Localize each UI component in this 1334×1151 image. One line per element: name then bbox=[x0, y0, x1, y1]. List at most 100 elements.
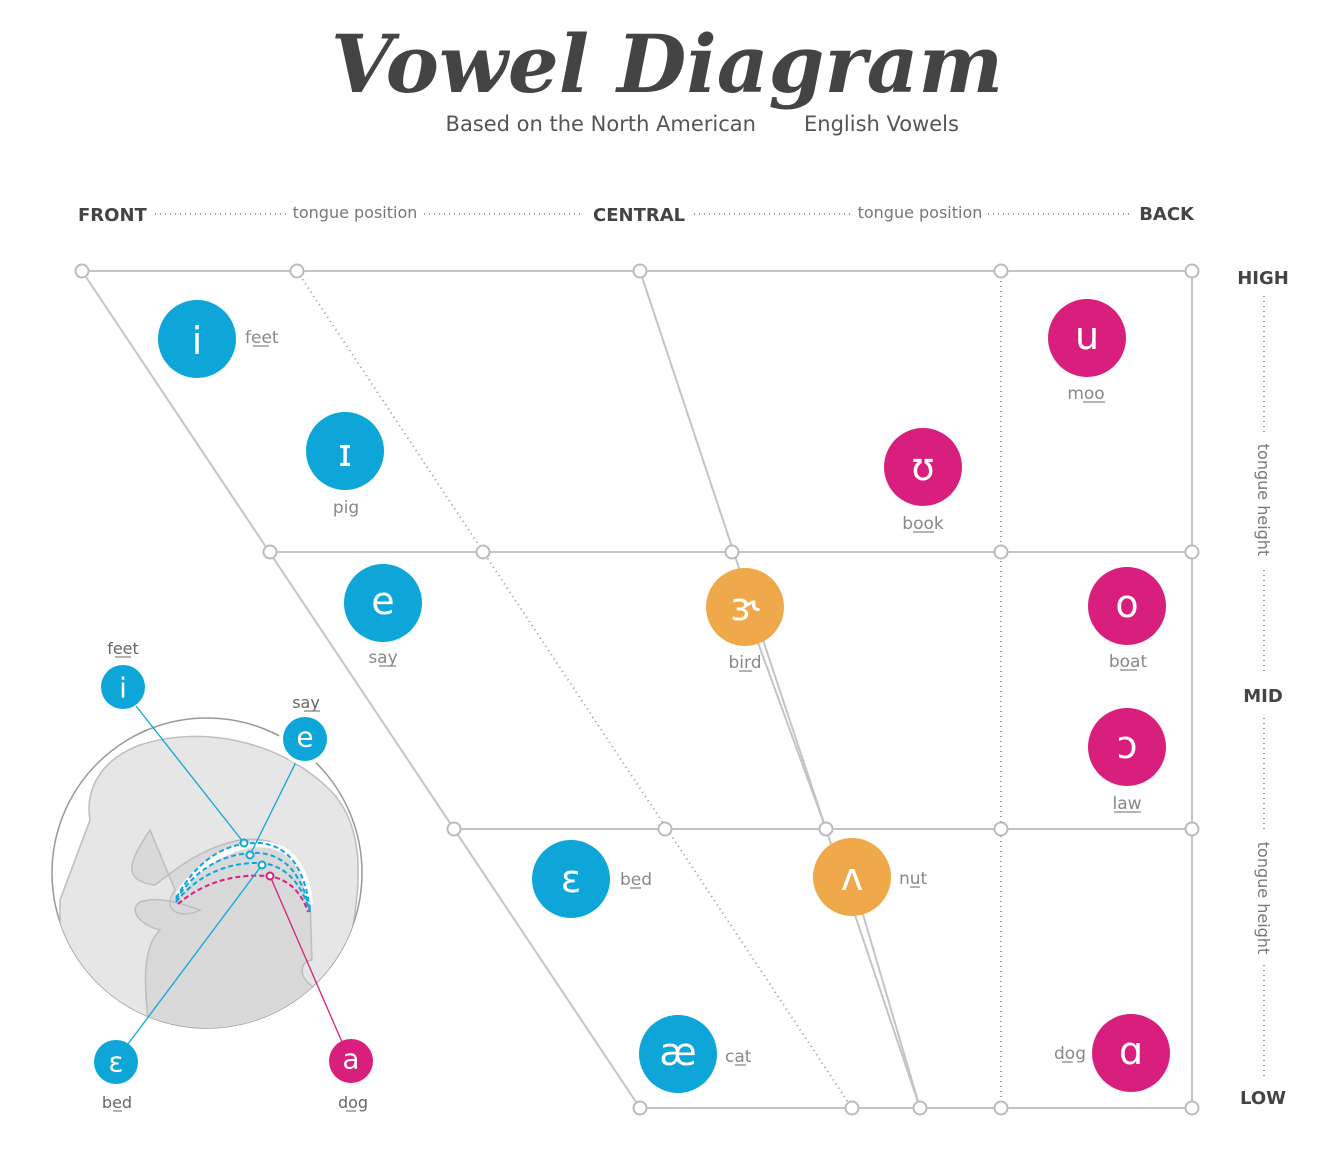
vowel-ash[interactable]: æ cat bbox=[639, 1015, 752, 1093]
grid-node bbox=[844, 1100, 860, 1116]
grid-node bbox=[818, 821, 834, 837]
central-label: CENTRAL bbox=[593, 205, 685, 226]
vowel-symbol: ɝ bbox=[730, 585, 760, 629]
vowel-circle bbox=[1092, 1014, 1170, 1092]
inset-symbol: e bbox=[296, 721, 313, 754]
vowel-example: boat bbox=[1109, 652, 1148, 672]
vowel-circle bbox=[1088, 567, 1166, 645]
low-label: LOW bbox=[1240, 1088, 1286, 1109]
vowel-symbol: ʊ bbox=[911, 445, 934, 489]
inset-symbol: i bbox=[119, 672, 127, 705]
tongue-point-epsilon bbox=[257, 860, 267, 870]
inset-symbol: ɛ bbox=[108, 1046, 123, 1079]
grid-node bbox=[1184, 263, 1200, 279]
grid-node bbox=[632, 263, 648, 279]
inset-circle-a bbox=[329, 1039, 373, 1083]
vowel-e[interactable]: e say bbox=[344, 564, 422, 668]
connector-nut bbox=[851, 876, 921, 1109]
tongue-curve-e bbox=[175, 851, 311, 913]
vowel-circle bbox=[158, 300, 236, 378]
vowel-script-a[interactable]: ɑ dog bbox=[1054, 1014, 1170, 1092]
vowel-chart-grid bbox=[74, 263, 1200, 1116]
tongue-height-label-lower: tongue height bbox=[1254, 842, 1273, 954]
pointer-line-e bbox=[249, 757, 299, 856]
vowel-circle bbox=[344, 564, 422, 642]
grid-node bbox=[1184, 821, 1200, 837]
grid-node bbox=[912, 1100, 928, 1116]
grid-node bbox=[262, 544, 278, 560]
vowel-example: pig bbox=[333, 498, 359, 518]
tongue-position-label-right: tongue position bbox=[858, 203, 983, 222]
vowel-epsilon[interactable]: ɛ bed bbox=[532, 840, 652, 918]
subtitle-right: English Vowels bbox=[804, 112, 959, 136]
tongue-curve-i bbox=[175, 841, 311, 911]
grid-node bbox=[446, 821, 462, 837]
tongue-point-a bbox=[265, 871, 275, 881]
grid-node bbox=[1184, 1100, 1200, 1116]
vowel-circle bbox=[532, 840, 610, 918]
inset-circle-i bbox=[101, 665, 145, 709]
inset-vowel-epsilon[interactable]: ɛ bed bbox=[94, 1040, 138, 1112]
vowel-circle bbox=[306, 412, 384, 490]
vowel-u[interactable]: u moo bbox=[1048, 299, 1126, 404]
vowel-open-o[interactable]: ɔ law bbox=[1088, 708, 1166, 814]
connector-bird bbox=[744, 606, 827, 830]
tongue-position-axis: FRONT CENTRAL BACK tongue position tongu… bbox=[78, 203, 1195, 226]
vowel-example: cat bbox=[725, 1047, 752, 1067]
inset-example: say bbox=[292, 693, 320, 712]
high-label: HIGH bbox=[1237, 268, 1289, 289]
grid-node bbox=[724, 544, 740, 560]
grid-line-near-front bbox=[296, 270, 853, 1109]
tongue-position-label-left: tongue position bbox=[293, 203, 418, 222]
vowel-symbol: ɪ bbox=[338, 431, 352, 475]
vowel-wedge[interactable]: ʌ nut bbox=[813, 838, 928, 916]
mid-label: MID bbox=[1243, 686, 1283, 707]
pointer-line-i bbox=[135, 705, 245, 844]
grid-node bbox=[993, 821, 1009, 837]
front-label: FRONT bbox=[78, 205, 148, 226]
mouth-cross-section: feet i say e ɛ bed a dog bbox=[51, 639, 373, 1112]
inset-vowel-e[interactable]: say e bbox=[279, 693, 331, 765]
grid-node bbox=[632, 1100, 648, 1116]
pointer-line-a bbox=[269, 875, 343, 1043]
tongue-point-i bbox=[239, 838, 249, 848]
vowel-circle bbox=[1088, 708, 1166, 786]
vowel-small-cap-i[interactable]: ɪ pig bbox=[306, 412, 384, 518]
inset-vowel-i[interactable]: feet i bbox=[101, 639, 145, 709]
inset-vowel-a[interactable]: a dog bbox=[329, 1039, 373, 1112]
grid-node bbox=[1184, 544, 1200, 560]
vowel-symbol: u bbox=[1075, 314, 1099, 358]
vowel-circle bbox=[706, 568, 784, 646]
grid-node bbox=[289, 263, 305, 279]
subtitle-left: Based on the North American bbox=[446, 112, 756, 136]
tongue-point-e bbox=[245, 850, 255, 860]
vowel-o[interactable]: o boat bbox=[1088, 567, 1166, 672]
pointer-line-epsilon bbox=[127, 864, 263, 1045]
vowel-example: bird bbox=[729, 653, 762, 673]
vowel-example: nut bbox=[899, 869, 928, 889]
grid-node bbox=[993, 544, 1009, 560]
inset-circle-epsilon bbox=[94, 1040, 138, 1084]
vowel-example: say bbox=[368, 648, 397, 668]
vowel-circle bbox=[813, 838, 891, 916]
inset-example: bed bbox=[102, 1093, 132, 1112]
vowel-rhotic-schwa[interactable]: ɝ bird bbox=[706, 568, 784, 673]
vowel-circle bbox=[639, 1015, 717, 1093]
vowel-symbol: o bbox=[1115, 582, 1138, 626]
vowel-symbol: ɑ bbox=[1119, 1029, 1143, 1073]
vowel-symbol: ʌ bbox=[841, 855, 864, 899]
grid-node bbox=[993, 263, 1009, 279]
grid-node bbox=[657, 821, 673, 837]
vowel-example: book bbox=[902, 514, 944, 534]
inset-circle-e bbox=[283, 717, 327, 761]
vowel-circle bbox=[1048, 299, 1126, 377]
vowel-symbol: e bbox=[371, 579, 394, 623]
vowel-i[interactable]: i feet bbox=[158, 300, 279, 378]
vowel-upsilon[interactable]: ʊ book bbox=[884, 428, 962, 534]
vowel-symbol: æ bbox=[659, 1030, 696, 1074]
vowel-symbol: ɛ bbox=[561, 857, 582, 901]
vowel-symbol: i bbox=[192, 319, 203, 363]
grid-node bbox=[993, 1100, 1009, 1116]
page-title: Vowel Diagram bbox=[331, 17, 1003, 111]
